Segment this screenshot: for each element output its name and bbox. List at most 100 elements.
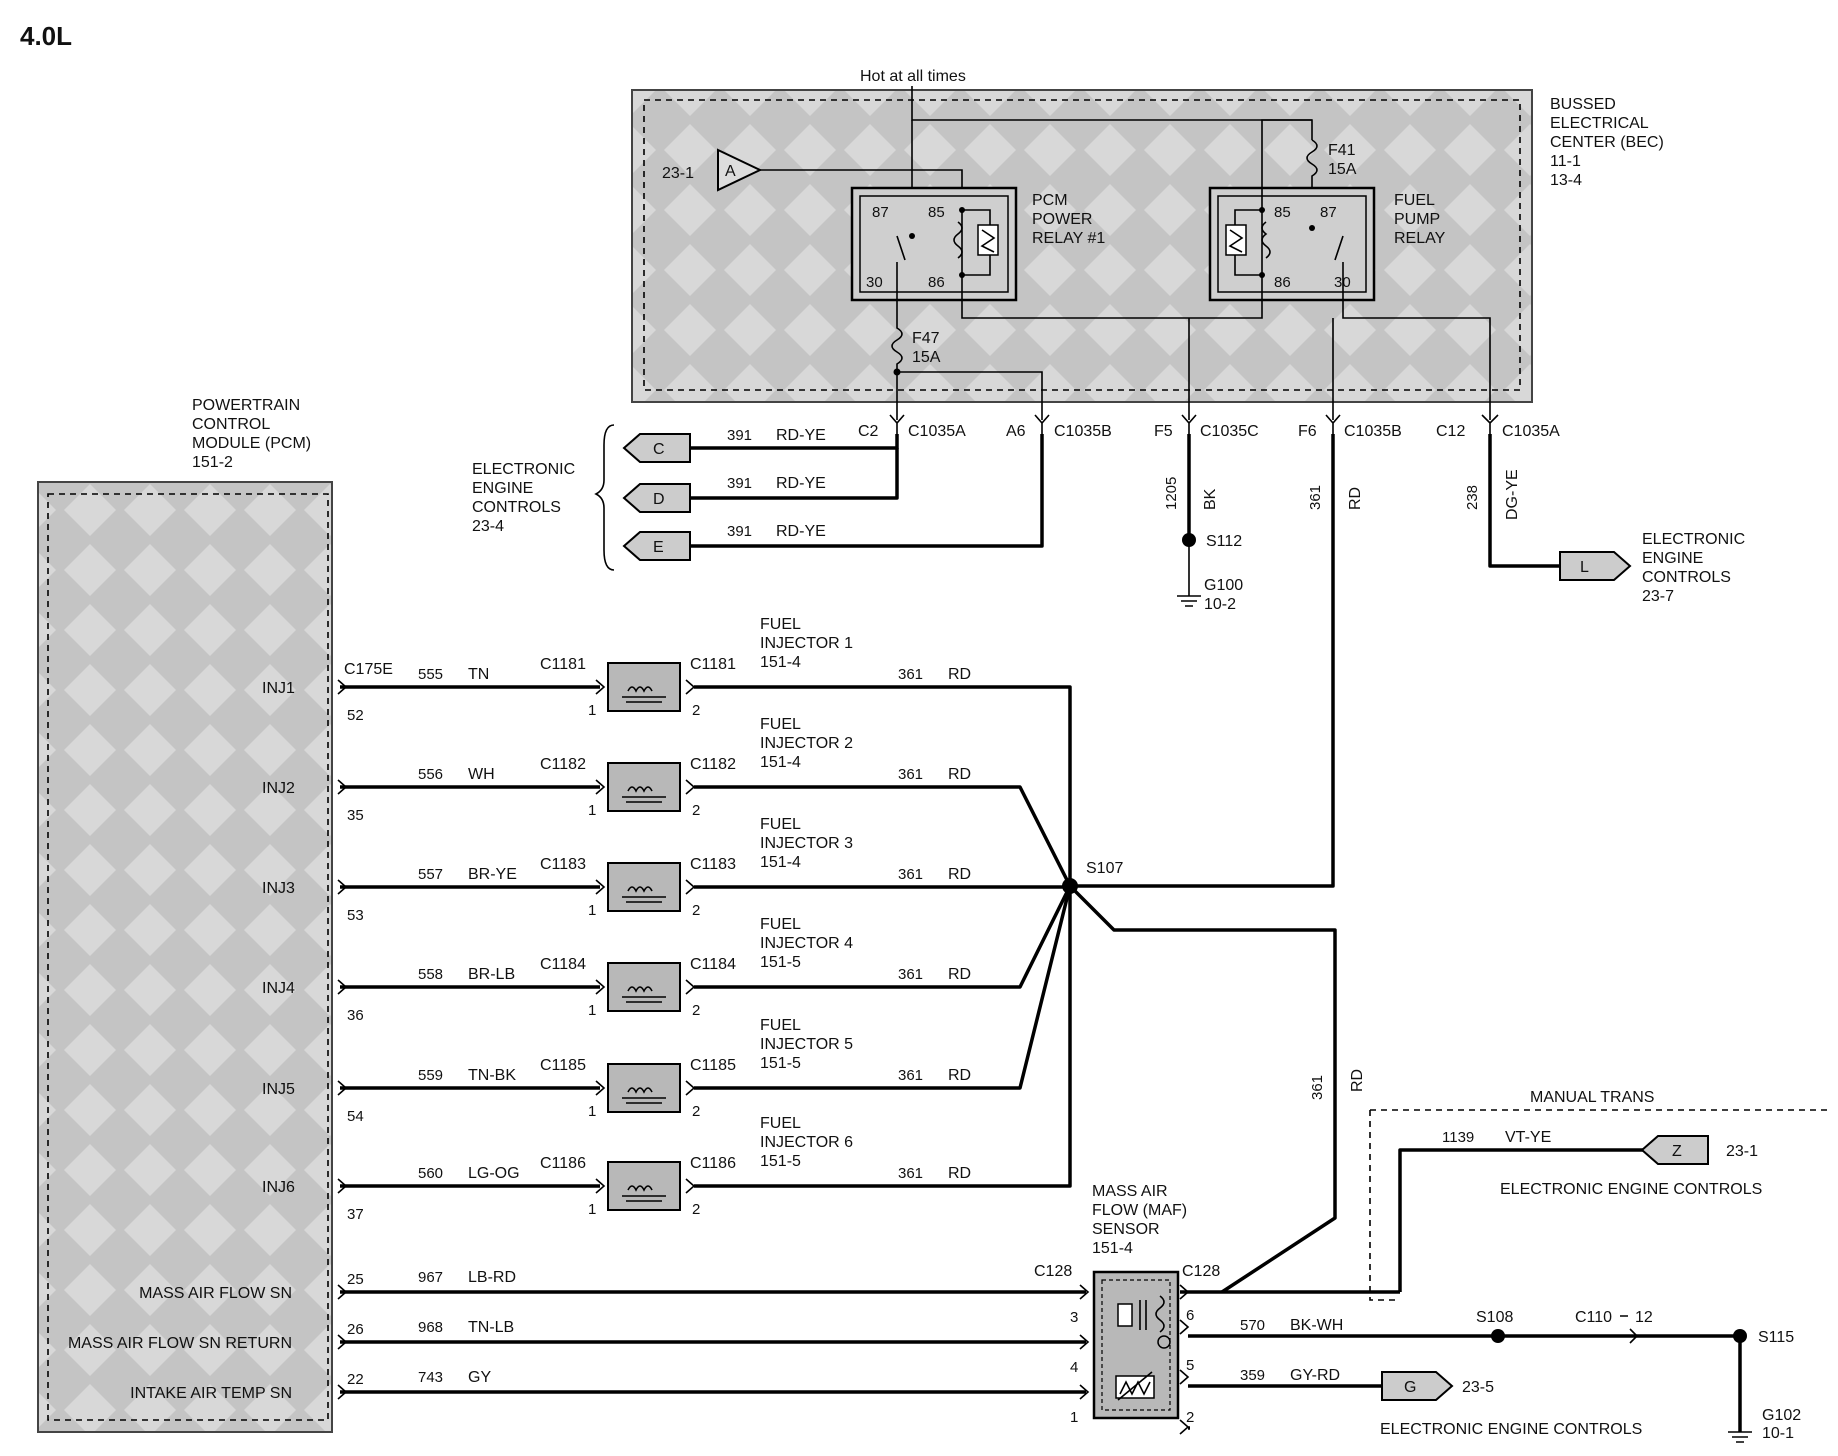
injector-pin-1: 1 — [588, 902, 596, 919]
maf-pin-number: 1 — [1070, 1409, 1078, 1426]
injector-pin-1: 1 — [588, 1201, 596, 1218]
injector-pin-2: 2 — [692, 802, 700, 819]
injector-coil-icon — [622, 1185, 666, 1202]
ref-23-1: 23-1 — [662, 165, 694, 182]
pcm-pin-number-5: 54 — [347, 1108, 364, 1125]
fuel-relay-30-bus — [1342, 280, 1491, 420]
pcm-pin-inj2: INJ2 — [262, 780, 295, 797]
ground-g102-label: G102 — [1762, 1407, 1801, 1424]
wire-391-e — [690, 434, 1044, 548]
fuse-f47-icon — [891, 280, 903, 420]
wire-361-maf-color: RD — [1349, 1069, 1366, 1092]
pcm-relay-label: PCM POWER RELAY #1 — [1032, 192, 1105, 247]
fuse-f47-rating: 15A — [912, 349, 941, 366]
pcm-pin-1: MASS AIR FLOW SN — [139, 1285, 292, 1302]
wire-359-color: GY-RD — [1290, 1367, 1340, 1384]
ground-g100-ref: 10-2 — [1204, 596, 1236, 613]
pcm-pin-number: 26 — [347, 1321, 364, 1338]
injector-label: FUEL — [760, 1017, 801, 1034]
connector-right: C1183 — [690, 856, 736, 873]
wire-number: 743 — [418, 1369, 443, 1386]
injector-pin-1: 1 — [588, 702, 596, 719]
wire-1139-number: 1139 — [1442, 1129, 1474, 1146]
pcm-pin-inj5: INJ5 — [262, 1081, 295, 1098]
splice-s115-label: S115 — [1758, 1329, 1794, 1346]
wire-391-d — [690, 448, 899, 500]
svg-text:MODULE (PCM): MODULE (PCM) — [192, 435, 311, 452]
svg-text:C: C — [653, 441, 665, 458]
injector-label: 151-4 — [760, 854, 801, 871]
gy-rd-ref: 23-5 — [1462, 1379, 1494, 1396]
connector-mark — [685, 1080, 696, 1096]
svg-text:Z: Z — [1672, 1143, 1682, 1160]
connector-left: C1184 — [540, 956, 586, 973]
connector-l-tag: L — [1559, 551, 1632, 581]
pcm-pin-number-3: 53 — [347, 907, 364, 924]
wire-out-color: RD — [948, 666, 971, 683]
wire-number: 557 — [418, 866, 443, 883]
connector-c110-mark — [1620, 1315, 1639, 1344]
connector-z-tag: Z — [1640, 1135, 1709, 1165]
svg-text:A: A — [725, 163, 736, 180]
connector-mark — [595, 1080, 606, 1096]
manual-trans-title: MANUAL TRANS — [1530, 1089, 1654, 1106]
maf-label: MASS AIR FLOW (MAF) SENSOR 151-4 — [1092, 1183, 1187, 1257]
wire-number: 559 — [418, 1067, 443, 1084]
wire-hot-to-fuel-85 — [1261, 119, 1312, 210]
wire-1205-color: BK — [1202, 488, 1219, 510]
ground-g102-icon — [1728, 1431, 1752, 1443]
wire-out-number: 361 — [898, 1165, 923, 1182]
connector-c1035b: C1035B — [1054, 423, 1112, 440]
injector-pin-1: 1 — [588, 802, 596, 819]
wire-out-number: 361 — [898, 766, 923, 783]
injector-label: FUEL — [760, 816, 801, 833]
injector-pin-2: 2 — [692, 702, 700, 719]
injector-label: 151-5 — [760, 1153, 801, 1170]
pcm-pin-2: MASS AIR FLOW SN RETURN — [68, 1335, 292, 1352]
pcm-pin-number-6: 37 — [347, 1206, 364, 1223]
ground-g100-label: G100 — [1204, 577, 1243, 594]
wire-361-maf-number: 361 — [1309, 1075, 1326, 1100]
wire-out-number: 361 — [898, 966, 923, 983]
svg-text:POWERTRAIN: POWERTRAIN — [192, 397, 300, 414]
wire-361-feed-color: RD — [1347, 487, 1364, 510]
wire-570-number: 570 — [1240, 1317, 1265, 1334]
svg-text:ELECTRONIC: ELECTRONIC — [1642, 531, 1745, 548]
splice-s112-label: S112 — [1206, 533, 1242, 550]
connector-c128-right: C128 — [1182, 1263, 1220, 1280]
connector-g-tag: G — [1381, 1371, 1454, 1401]
connector-left: C1185 — [540, 1057, 586, 1074]
connector-left: C1183 — [540, 856, 586, 873]
wire-number: 556 — [418, 766, 443, 783]
injector-pin-2: 2 — [692, 1103, 700, 1120]
svg-text:11-1: 11-1 — [1550, 153, 1581, 170]
wire-1205-number: 1205 — [1163, 477, 1180, 510]
svg-text:ELECTRICAL: ELECTRICAL — [1550, 115, 1649, 132]
connector-f5: F5 — [1154, 423, 1173, 440]
wire-injector-to-s107 — [694, 885, 1072, 1090]
injector-pin-2: 2 — [692, 1002, 700, 1019]
connector-c1035a-2: C1035A — [1502, 423, 1560, 440]
pcm-label: POWERTRAIN CONTROL MODULE (PCM) 151-2 — [192, 397, 311, 471]
pcm-relay-pin-85: 85 — [928, 204, 945, 221]
wire-361-feed-number: 361 — [1307, 485, 1324, 510]
injector-label: 151-4 — [760, 754, 801, 771]
connector-left: C1182 — [540, 756, 586, 773]
pcm-pin-inj6: INJ6 — [262, 1179, 295, 1196]
fuel-relay-pin-87: 87 — [1320, 204, 1337, 221]
splice-s107-label: S107 — [1086, 860, 1123, 877]
wire-number: 560 — [418, 1165, 443, 1182]
pcm-pin-number-4: 36 — [347, 1007, 364, 1024]
wire-color: BR-LB — [468, 966, 515, 983]
injector-coil-icon — [622, 686, 666, 703]
connector-mark — [595, 679, 606, 695]
wire-238-number: 238 — [1464, 485, 1481, 510]
wire-361-rd-to-maf — [1068, 884, 1337, 1294]
eec-right-label: ELECTRONIC ENGINE CONTROLS 23-7 — [1642, 531, 1745, 605]
connector-mark — [595, 779, 606, 795]
